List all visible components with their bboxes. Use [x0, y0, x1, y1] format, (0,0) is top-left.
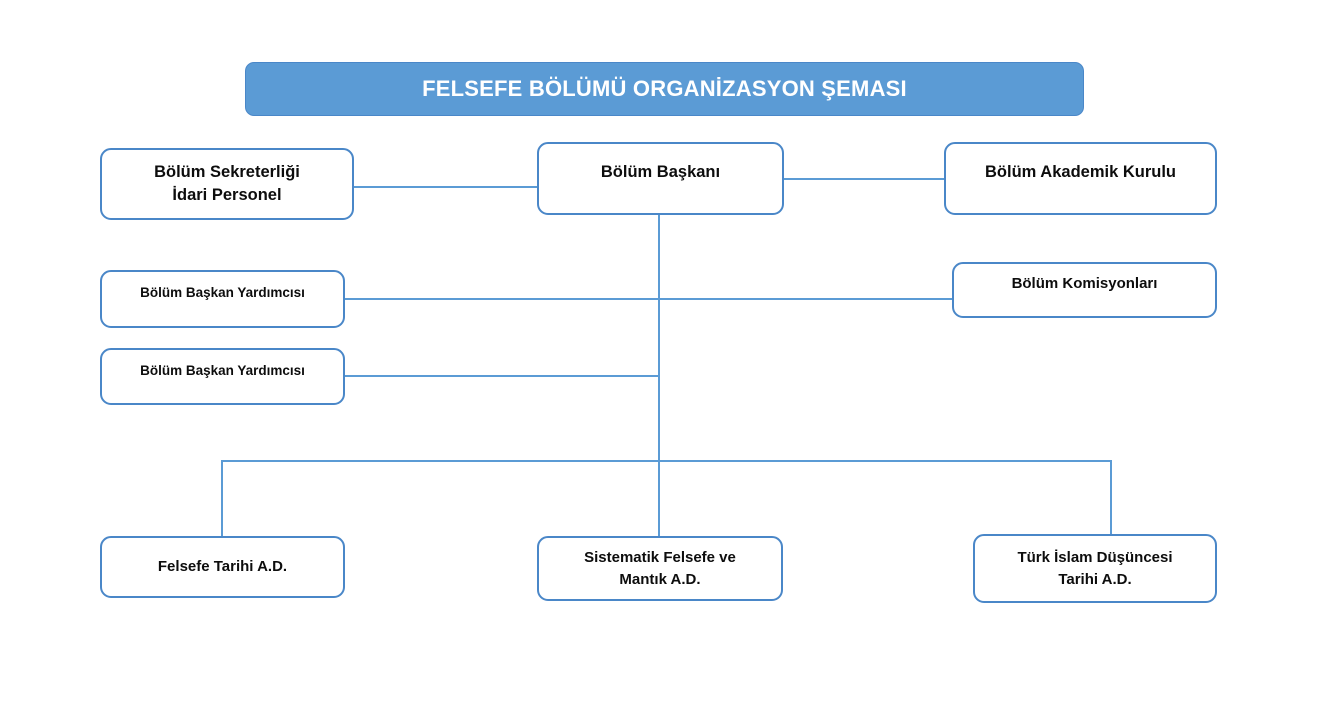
node-vice-chair-2-label: Bölüm Başkan Yardımcısı: [140, 362, 305, 378]
node-department-turkish-islamic-line1: Türk İslam Düşüncesi: [1017, 549, 1173, 567]
node-secretariat-label: Bölüm Sekreterliği İdari Personel: [146, 161, 308, 208]
connector-secretariat-to-chair: [354, 186, 537, 188]
node-department-turkish-islamic[interactable]: Türk İslam Düşüncesi Tarihi A.D.: [973, 534, 1217, 603]
chart-title-banner: FELSEFE BÖLÜMÜ ORGANİZASYON ŞEMASI: [245, 62, 1084, 116]
node-chair[interactable]: Bölüm Başkanı: [537, 142, 784, 215]
connector-bus-drop-left: [221, 460, 223, 536]
node-academic-board-label: Bölüm Akademik Kurulu: [985, 162, 1176, 181]
node-secretariat-line2: İdari Personel: [172, 186, 282, 204]
node-department-turkish-islamic-label: Türk İslam Düşüncesi Tarihi A.D.: [1009, 547, 1180, 590]
connector-vicechair1-to-commissions: [345, 298, 952, 300]
node-academic-board[interactable]: Bölüm Akademik Kurulu: [944, 142, 1217, 215]
node-department-systematic-label: Sistematik Felsefe ve Mantık A.D.: [576, 547, 744, 590]
node-department-systematic-line1: Sistematik Felsefe ve: [584, 549, 736, 567]
node-vice-chair-1[interactable]: Bölüm Başkan Yardımcısı: [100, 270, 345, 328]
node-department-systematic-line2: Mantık A.D.: [619, 570, 701, 588]
connector-bus-drop-right: [1110, 460, 1112, 535]
node-department-history-label: Felsefe Tarihi A.D.: [157, 558, 288, 576]
node-vice-chair-1-label: Bölüm Başkan Yardımcısı: [140, 285, 305, 301]
node-secretariat[interactable]: Bölüm Sekreterliği İdari Personel: [100, 148, 354, 220]
node-department-history[interactable]: Felsefe Tarihi A.D.: [100, 536, 345, 598]
node-commissions[interactable]: Bölüm Komisyonları: [952, 262, 1217, 318]
node-commissions-label: Bölüm Komisyonları: [1011, 275, 1158, 293]
node-chair-label: Bölüm Başkanı: [600, 162, 721, 181]
node-vice-chair-2[interactable]: Bölüm Başkan Yardımcısı: [100, 348, 345, 405]
node-department-systematic[interactable]: Sistematik Felsefe ve Mantık A.D.: [537, 536, 783, 601]
connector-department-bus: [221, 460, 1112, 462]
connector-vicechair2-to-spine: [345, 375, 659, 377]
connector-chair-to-academic-board: [784, 178, 944, 180]
node-secretariat-line1: Bölüm Sekreterliği: [154, 162, 300, 181]
chart-title-text: FELSEFE BÖLÜMÜ ORGANİZASYON ŞEMASI: [422, 76, 907, 101]
node-department-turkish-islamic-line2: Tarihi A.D.: [1058, 570, 1132, 588]
